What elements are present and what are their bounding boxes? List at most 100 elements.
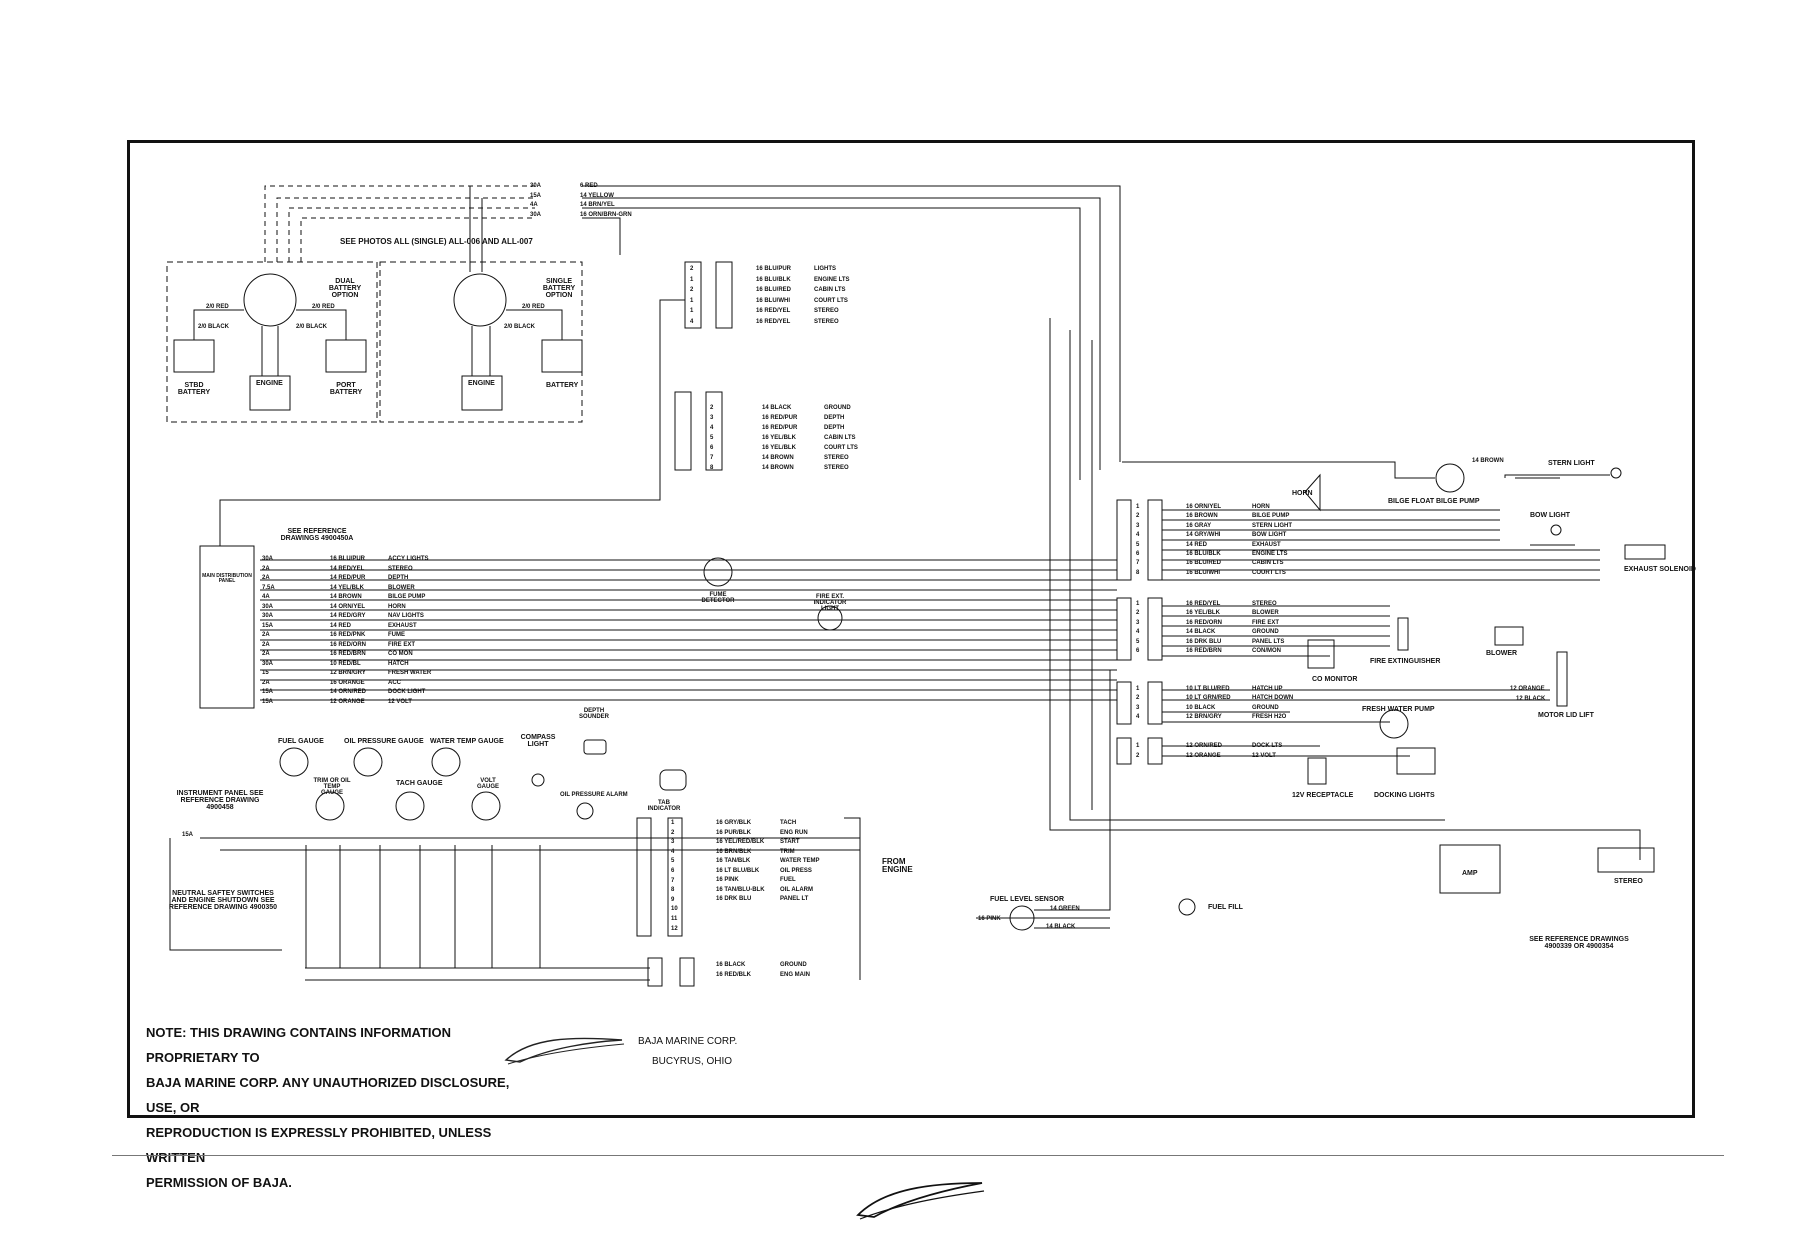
- water-temp-gauge-symbol: [431, 747, 461, 777]
- tab-indicator-symbol: [659, 769, 687, 791]
- dual-battery-box: [166, 261, 378, 423]
- tach-gauge-label: TACH GAUGE: [396, 780, 443, 787]
- pin-number: 1: [1136, 743, 1140, 749]
- engine-pin-number: 5: [671, 858, 675, 865]
- pin-number: 2: [690, 266, 694, 272]
- circuit-name-label: START: [780, 839, 800, 845]
- fuse-amp-label: 2A: [262, 651, 270, 657]
- receptacle-symbol: [1307, 757, 1327, 785]
- pin-number: 3: [1136, 704, 1140, 711]
- circuit-name-label: HORN: [1252, 504, 1270, 510]
- fuse-amp-label: 15A: [262, 689, 274, 695]
- wire-color-label: 16 RED/PNK: [330, 632, 366, 638]
- circuit-name-label: TRIM: [780, 848, 795, 855]
- circuit-name-label: CABIN LTS: [1252, 560, 1284, 567]
- wire-color-label: 16 BLU/RED: [756, 287, 792, 293]
- single-battery-label: BATTERY: [546, 382, 579, 389]
- trim-gauge-label: TRIM OR OIL TEMP GAUGE: [313, 778, 351, 796]
- fire-extinguisher-label: FIRE EXTINGUISHER: [1370, 658, 1441, 665]
- exhaust-solenoid-label: EXHAUST SOLENOID: [1624, 566, 1696, 573]
- circuit-name-label: BILGE PUMP: [388, 594, 426, 600]
- footer-baja-logo-icon: [856, 1182, 985, 1220]
- wire-color-label: 14 BRN/YEL: [580, 202, 615, 208]
- circuit-name-label: ENG MAIN: [780, 972, 810, 978]
- circuit-name-label: GROUND: [1252, 629, 1279, 636]
- engine-pin-number: 11: [671, 916, 678, 922]
- wire-color-label: 14 ORN/YEL: [330, 603, 366, 610]
- wire-color-label: 16 RED/YEL: [1186, 601, 1221, 607]
- wire-color-label: 16 BLU/BLK: [1186, 551, 1221, 557]
- engine-pin-number: 12: [671, 925, 678, 932]
- fuel-fill-symbol: [1178, 898, 1196, 916]
- pin-number: 6: [1136, 551, 1140, 557]
- fuse-amp-label: 7.5A: [262, 584, 275, 591]
- wire-color-label: 10 BLACK: [1186, 704, 1216, 711]
- wire-color-label: 10 LT GRN/RED: [1186, 695, 1231, 702]
- motor-lid-lift-label: MOTOR LID LIFT: [1538, 712, 1594, 719]
- pin-number: 4: [1136, 532, 1140, 539]
- fume-detector-symbol: [703, 557, 733, 587]
- main-panel-label: MAIN DISTRIBUTION PANEL: [202, 573, 252, 584]
- circuit-name-label: FRESH WATER: [388, 670, 432, 676]
- oil-pressure-alarm-label: OIL PRESSURE ALARM: [560, 792, 628, 798]
- bilge-pump-label: BILGE PUMP: [1436, 498, 1480, 505]
- wire-color-label: 16 DRK BLU: [716, 896, 752, 902]
- fuse-amp-label: 30A: [530, 211, 542, 218]
- company-block: BAJA MARINE CORP. BUCYRUS, OHIO: [638, 1032, 737, 1072]
- wire-color-label: 16 RED/ORN: [1186, 619, 1223, 626]
- pin-number: 2: [710, 405, 714, 411]
- photos-note: SEE PHOTOS ALL (SINGLE) ALL-006 AND ALL-…: [340, 237, 533, 246]
- circuit-name-label: FRESH H2O: [1252, 714, 1287, 721]
- circuit-name-label: FUME: [388, 632, 405, 638]
- fuse-amp-label: 15A: [530, 192, 542, 199]
- circuit-name-label: BILGE PUMP: [1252, 513, 1290, 520]
- wire-color-label: 14 RED: [1186, 541, 1208, 548]
- dual-battery-switch: [243, 273, 297, 327]
- wire-color-label: 14 GRY/WHI: [1186, 532, 1221, 539]
- stbd-battery-symbol: [173, 339, 215, 373]
- pin-number: 7: [1136, 560, 1140, 567]
- baja-logo-icon: [504, 1037, 625, 1065]
- depth-sounder-symbol: [583, 739, 607, 755]
- circuit-name-label: NAV LIGHTS: [388, 613, 424, 619]
- fresh-water-pump-label: FRESH WATER PUMP: [1362, 706, 1435, 713]
- stereo-reference-label: SEE REFERENCE DRAWINGS 4900339 OR 490035…: [1529, 936, 1629, 950]
- pin-number: 8: [1136, 569, 1140, 576]
- volt-gauge-symbol: [471, 791, 501, 821]
- pin-number: 3: [710, 415, 714, 421]
- tab-indicator-label: TAB INDICATOR: [647, 800, 681, 812]
- horn-label: HORN: [1292, 490, 1313, 497]
- co-monitor-symbol: [1307, 639, 1335, 669]
- engine-pin-number: 4: [671, 848, 675, 855]
- circuit-name-label: GROUND: [780, 962, 807, 968]
- fuse-amp-label: 2A: [262, 679, 270, 686]
- circuit-name-label: ACC: [388, 679, 401, 686]
- wire-color-label: 14 RED: [330, 622, 352, 629]
- circuit-name-label: WATER TEMP: [780, 858, 820, 864]
- circuit-name-label: ENG RUN: [780, 829, 808, 836]
- wire-color-label: 16 BROWN: [1186, 513, 1218, 520]
- drawing-frame: [127, 140, 1695, 1118]
- single-engine-symbol: [461, 375, 503, 411]
- wire-color-label: 14 BLACK: [1186, 629, 1216, 636]
- engine-pin-number: 3: [671, 839, 675, 846]
- receptacle-label: 12V RECEPTACLE: [1292, 792, 1354, 799]
- wire-color-label: 6 RED: [580, 183, 598, 189]
- pin-number: 5: [710, 435, 714, 441]
- blower-symbol: [1494, 626, 1524, 646]
- dual-wire-label: 2/0 BLACK: [198, 324, 230, 330]
- pin-number: 1: [1136, 601, 1140, 607]
- wire-color-label: 14 BROWN: [762, 465, 794, 471]
- wire-color-label: 16 RED/BRN: [1186, 648, 1222, 654]
- stereo-label: STEREO: [1614, 878, 1643, 885]
- circuit-name-label: OIL PRESS: [780, 867, 812, 874]
- trim-gauge-symbol: [315, 791, 345, 821]
- stereo-symbol: [1597, 847, 1655, 873]
- engine-pin-number: 6: [671, 868, 675, 874]
- wire-label: 16 PINK: [978, 916, 1001, 922]
- stern-light-label: STERN LIGHT: [1548, 460, 1595, 467]
- pin-number: 2: [1136, 695, 1140, 702]
- single-wire-label: 2/0 BLACK: [504, 324, 536, 330]
- circuit-name-label: STEREO: [824, 465, 849, 471]
- circuit-name-label: COURT LTS: [1252, 569, 1286, 576]
